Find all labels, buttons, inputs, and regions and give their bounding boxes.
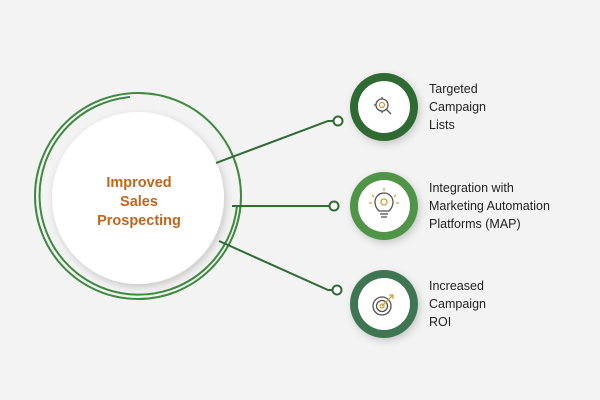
lightbulb-gear-icon <box>369 188 399 218</box>
connector-top <box>215 120 337 164</box>
item-1-line-1: Targeted <box>429 82 478 96</box>
connector-bottom <box>218 240 336 291</box>
item-1-line-2: Campaign <box>429 100 486 114</box>
item-1-line-3: Lists <box>429 118 455 132</box>
connector-dot-bottom <box>331 284 343 296</box>
inner-ring-arc <box>38 96 238 296</box>
item-3-line-1: Increased <box>429 279 484 293</box>
item-2-line-3: Platforms (MAP) <box>429 217 521 231</box>
center-label-line-3: Prospecting <box>97 213 181 229</box>
connector-dot-middle <box>328 200 340 212</box>
item-3-line-2: Campaign <box>429 297 486 311</box>
item-2-line-1: Integration with <box>429 181 514 195</box>
center-label: Improved Sales Prospecting <box>70 174 208 231</box>
target-arrow-icon <box>372 294 394 316</box>
center-label-line-1: Improved <box>106 175 172 191</box>
connector-dot-top <box>332 115 344 127</box>
item-2-line-2: Marketing Automation <box>429 199 550 213</box>
magnifier-target-icon <box>374 97 392 115</box>
center-circle <box>52 112 224 284</box>
outer-ring <box>34 92 242 300</box>
item-badge-1 <box>350 73 418 141</box>
center-label-line-2: Sales <box>120 194 158 210</box>
item-badge-2 <box>350 172 418 240</box>
item-label-2: Integration with Marketing Automation Pl… <box>429 179 594 233</box>
item-3-line-3: ROI <box>429 315 452 329</box>
item-label-3: Increased Campaign ROI <box>429 277 594 331</box>
item-label-1: Targeted Campaign Lists <box>429 80 594 134</box>
item-badge-3 <box>350 270 418 338</box>
